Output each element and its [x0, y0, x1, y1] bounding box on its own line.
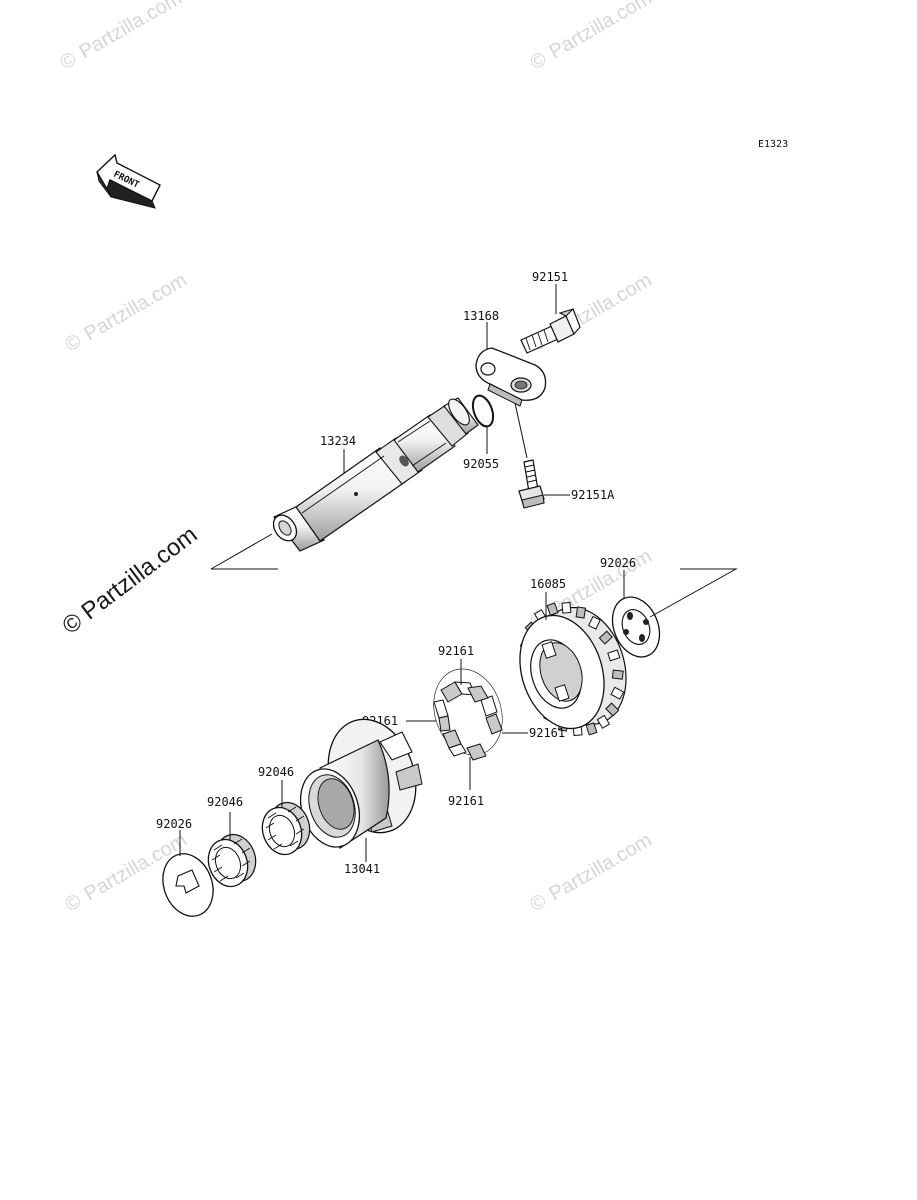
washer-pointer-line: [649, 568, 738, 618]
needle-bearing-92046-upper: [261, 801, 311, 856]
damper-right-upper: [467, 685, 489, 703]
svg-text:©: ©: [62, 330, 86, 357]
gear-tooth: [610, 686, 625, 700]
damper-left-lower: [442, 729, 467, 757]
watermark-bottom-right: © Partzilla.com: [527, 829, 656, 916]
shaft-13234: [272, 397, 479, 552]
washer-92026-right: [611, 596, 661, 658]
gear-tooth: [587, 615, 601, 630]
gear-tooth: [611, 669, 624, 680]
svg-text:Partzilla.com: Partzilla.com: [546, 0, 656, 63]
watermark-mid-left: © Partzilla.com: [62, 269, 191, 356]
svg-text:Partzilla.com: Partzilla.com: [76, 0, 186, 63]
watermark-prominent: © Partzilla.com: [57, 521, 202, 640]
part-label-92151A: 92151A: [571, 488, 615, 502]
gear-tooth: [598, 630, 613, 645]
svg-text:©: ©: [527, 48, 551, 75]
leader-92151A-axis: [514, 402, 528, 459]
part-label-92026-left: 92026: [156, 817, 192, 831]
gear-tooth: [605, 702, 620, 717]
gear-16085: [519, 601, 627, 737]
damper-right: [480, 695, 503, 735]
svg-text:©: ©: [527, 890, 551, 917]
svg-text:Partzilla.com: Partzilla.com: [546, 829, 656, 905]
svg-text:©: ©: [62, 890, 86, 917]
svg-text:Partzilla.com: Partzilla.com: [77, 521, 203, 625]
bolt-92151: [520, 308, 581, 354]
gear-tooth: [561, 601, 572, 614]
o-ring-92055: [471, 394, 495, 428]
damper-bottom: [466, 743, 487, 761]
part-label-92151: 92151: [532, 270, 568, 284]
front-arrow-icon: FRONT: [96, 153, 161, 209]
part-label-92055: 92055: [463, 457, 499, 471]
watermark-top-left: © Partzilla.com: [57, 0, 186, 74]
diagram-code: E1323: [758, 139, 788, 150]
gear-tooth: [575, 606, 587, 619]
lever-13168: [475, 347, 547, 407]
part-label-92161-right: 92161: [529, 726, 565, 740]
gear-tooth: [546, 602, 559, 616]
part-label-13041: 13041: [344, 862, 380, 876]
gear-tooth: [585, 722, 598, 736]
bolt-92151A: [518, 459, 545, 509]
part-label-92161-bottom: 92161: [448, 794, 484, 808]
shaft-pointer-line: [210, 533, 278, 570]
gear-tooth: [596, 714, 611, 729]
washer-92026-left: [162, 853, 214, 917]
part-label-92161-top: 92161: [438, 644, 474, 658]
part-label-16085: 16085: [530, 577, 566, 591]
damper-set-92161: [433, 668, 503, 761]
part-label-92026-right: 92026: [600, 556, 636, 570]
svg-text:©: ©: [57, 48, 81, 75]
gear-tooth: [607, 649, 621, 662]
part-label-13234: 13234: [320, 434, 356, 448]
part-label-13168: 13168: [463, 309, 499, 323]
svg-text:Partzilla.com: Partzilla.com: [81, 269, 191, 345]
hub-13041: [299, 718, 423, 849]
needle-bearing-92046-lower: [207, 833, 257, 888]
watermark-top-right: © Partzilla.com: [527, 0, 656, 74]
damper-left: [433, 699, 451, 732]
part-label-92046-upper: 92046: [258, 765, 294, 779]
part-label-92046-lower: 92046: [207, 795, 243, 809]
